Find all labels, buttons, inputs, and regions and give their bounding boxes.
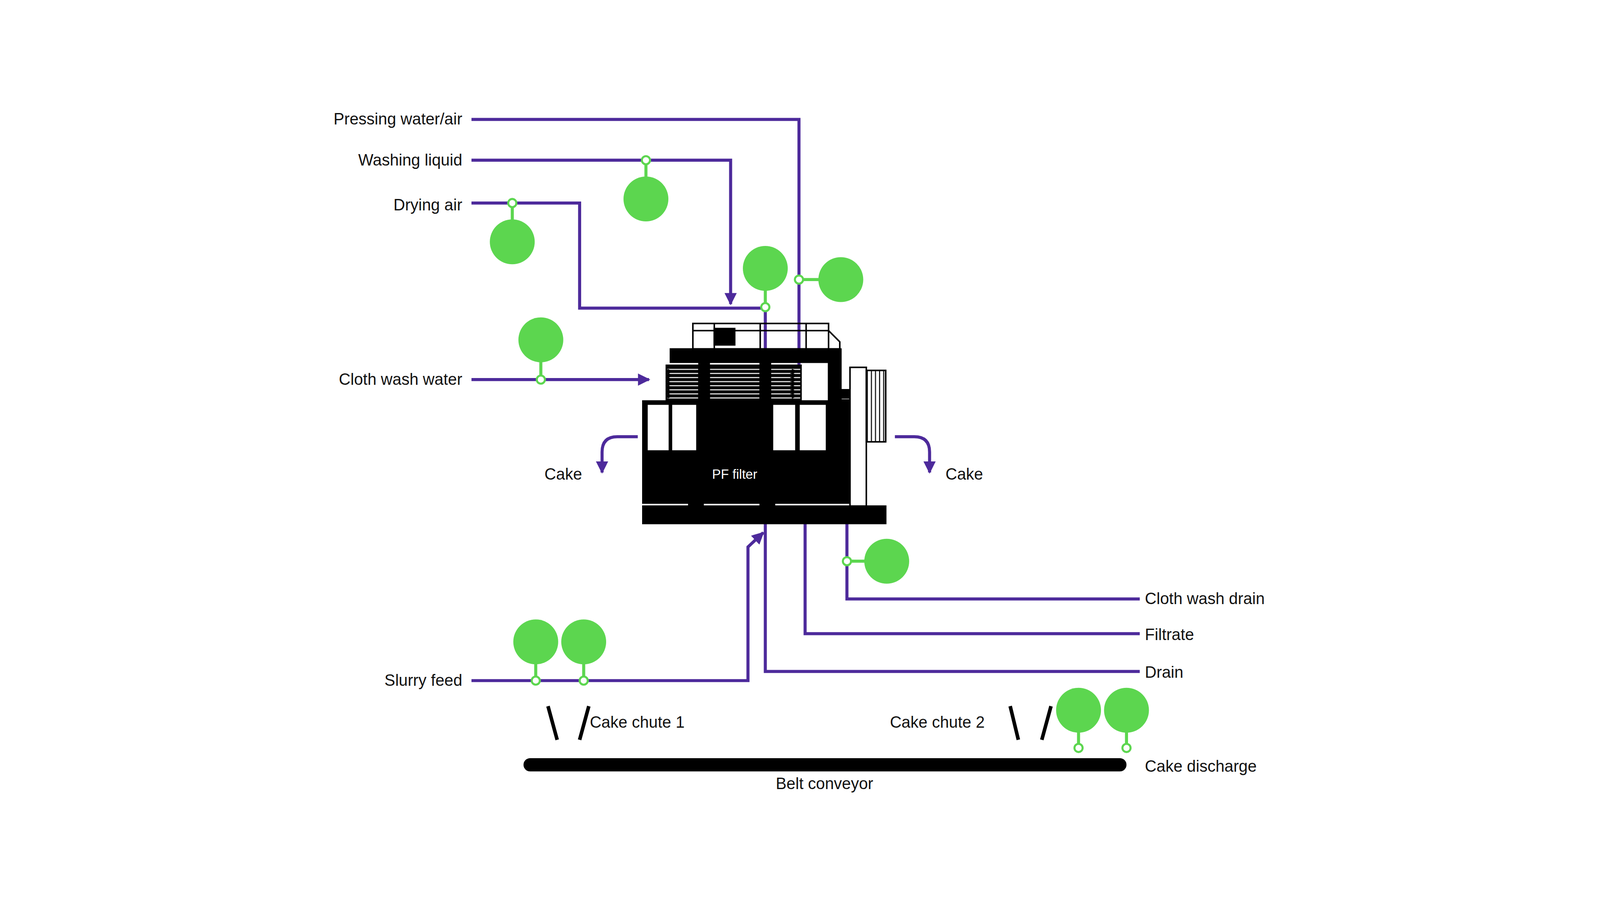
valve-symbol [513, 619, 559, 685]
filter-box: PF filter [707, 465, 762, 484]
line-label: Washing liquid [358, 151, 463, 170]
valve-symbol [1103, 687, 1149, 753]
line-label: Cake chute 1 [589, 713, 685, 732]
line-label: Cake discharge [1144, 757, 1257, 776]
line-label: Drying air [393, 195, 463, 215]
line-label: Belt conveyor [775, 774, 874, 794]
node-text: PF filter [711, 466, 758, 483]
line-label: Cake [544, 465, 583, 484]
line-label: Cloth wash water [339, 370, 463, 389]
valve-symbol [489, 198, 535, 265]
line-label: Pressing water/air [333, 110, 463, 129]
line-label: Cake chute 2 [889, 713, 985, 732]
valve-symbol [842, 538, 910, 584]
line-label: Slurry feed [384, 671, 463, 690]
valve-symbol [561, 619, 607, 685]
valve-symbol [518, 317, 564, 384]
line-label: Cake [945, 465, 984, 484]
valve-symbol [1056, 687, 1101, 753]
valve-symbol [794, 256, 864, 302]
valve-symbol [623, 156, 669, 222]
line-label: Cloth wash drain [1144, 589, 1265, 609]
valve-symbol [742, 245, 788, 312]
line-label: Drain [1144, 663, 1184, 682]
line-label: Filtrate [1144, 625, 1195, 645]
